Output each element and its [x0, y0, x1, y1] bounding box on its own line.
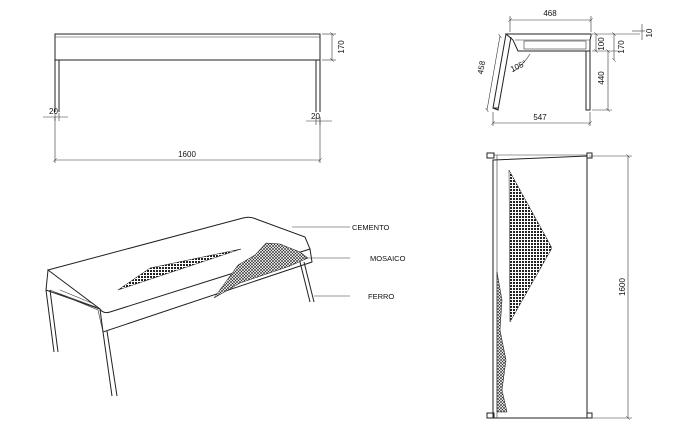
dim-1600-label: 1600	[178, 150, 196, 159]
top-view-mosaic-triangle	[508, 169, 553, 323]
label-cemento: CEMENTO	[352, 223, 390, 232]
dim-100-label: 100	[597, 37, 606, 51]
side-view: 468 458 105° 100 170 10 440 547	[476, 9, 654, 126]
dim-468-label: 468	[543, 9, 557, 18]
dim-20-left-label: 20	[49, 107, 58, 116]
perspective-mosaic-triangle	[117, 248, 242, 291]
dim-10-label: 10	[645, 28, 654, 37]
top-view-leg-tr	[586, 152, 593, 159]
top-view-leg-bl	[486, 412, 495, 419]
top-view-leg-tl	[486, 152, 495, 159]
top-view-outline	[492, 155, 588, 419]
dim-458-label: 458	[476, 60, 487, 75]
dim-547-label: 547	[533, 113, 547, 122]
top-view-mosaic-mountains	[496, 271, 508, 413]
dim-top-1600-label: 1600	[618, 278, 627, 296]
perspective-under-shelf	[49, 289, 104, 333]
perspective-bench-front-edge	[99, 248, 313, 333]
top-view-leg-br	[586, 412, 593, 419]
front-view: 170 20 20 1600	[43, 34, 346, 163]
label-ferro: FERRO	[368, 292, 394, 301]
dim-440-label: 440	[597, 71, 606, 85]
side-view-seat	[504, 33, 592, 52]
side-view-back-leg	[585, 51, 591, 111]
perspective-leg-back-right	[299, 261, 315, 303]
dim-angle-label: 105°	[509, 59, 528, 74]
dim-side-170-label: 170	[617, 40, 626, 54]
perspective-view: CEMENTO MOSAICO FERRO	[45, 216, 406, 397]
side-view-mosaic-slot	[523, 40, 587, 50]
perspective-leg-front-right	[102, 330, 118, 397]
perspective-leg-front-left	[45, 289, 59, 353]
side-view-front-leg	[492, 33, 512, 111]
dim-458-line	[487, 36, 500, 110]
perspective-mosaic-mountains	[213, 242, 309, 299]
label-mosaico: MOSAICO	[370, 254, 406, 263]
dim-170-label: 170	[337, 40, 346, 54]
front-view-bench-top	[54, 33, 321, 61]
perspective-bench-top	[46, 216, 311, 314]
dim-angle-arc	[512, 53, 531, 73]
dim-20-right-label: 20	[311, 112, 320, 121]
top-view: 1600	[486, 152, 632, 419]
